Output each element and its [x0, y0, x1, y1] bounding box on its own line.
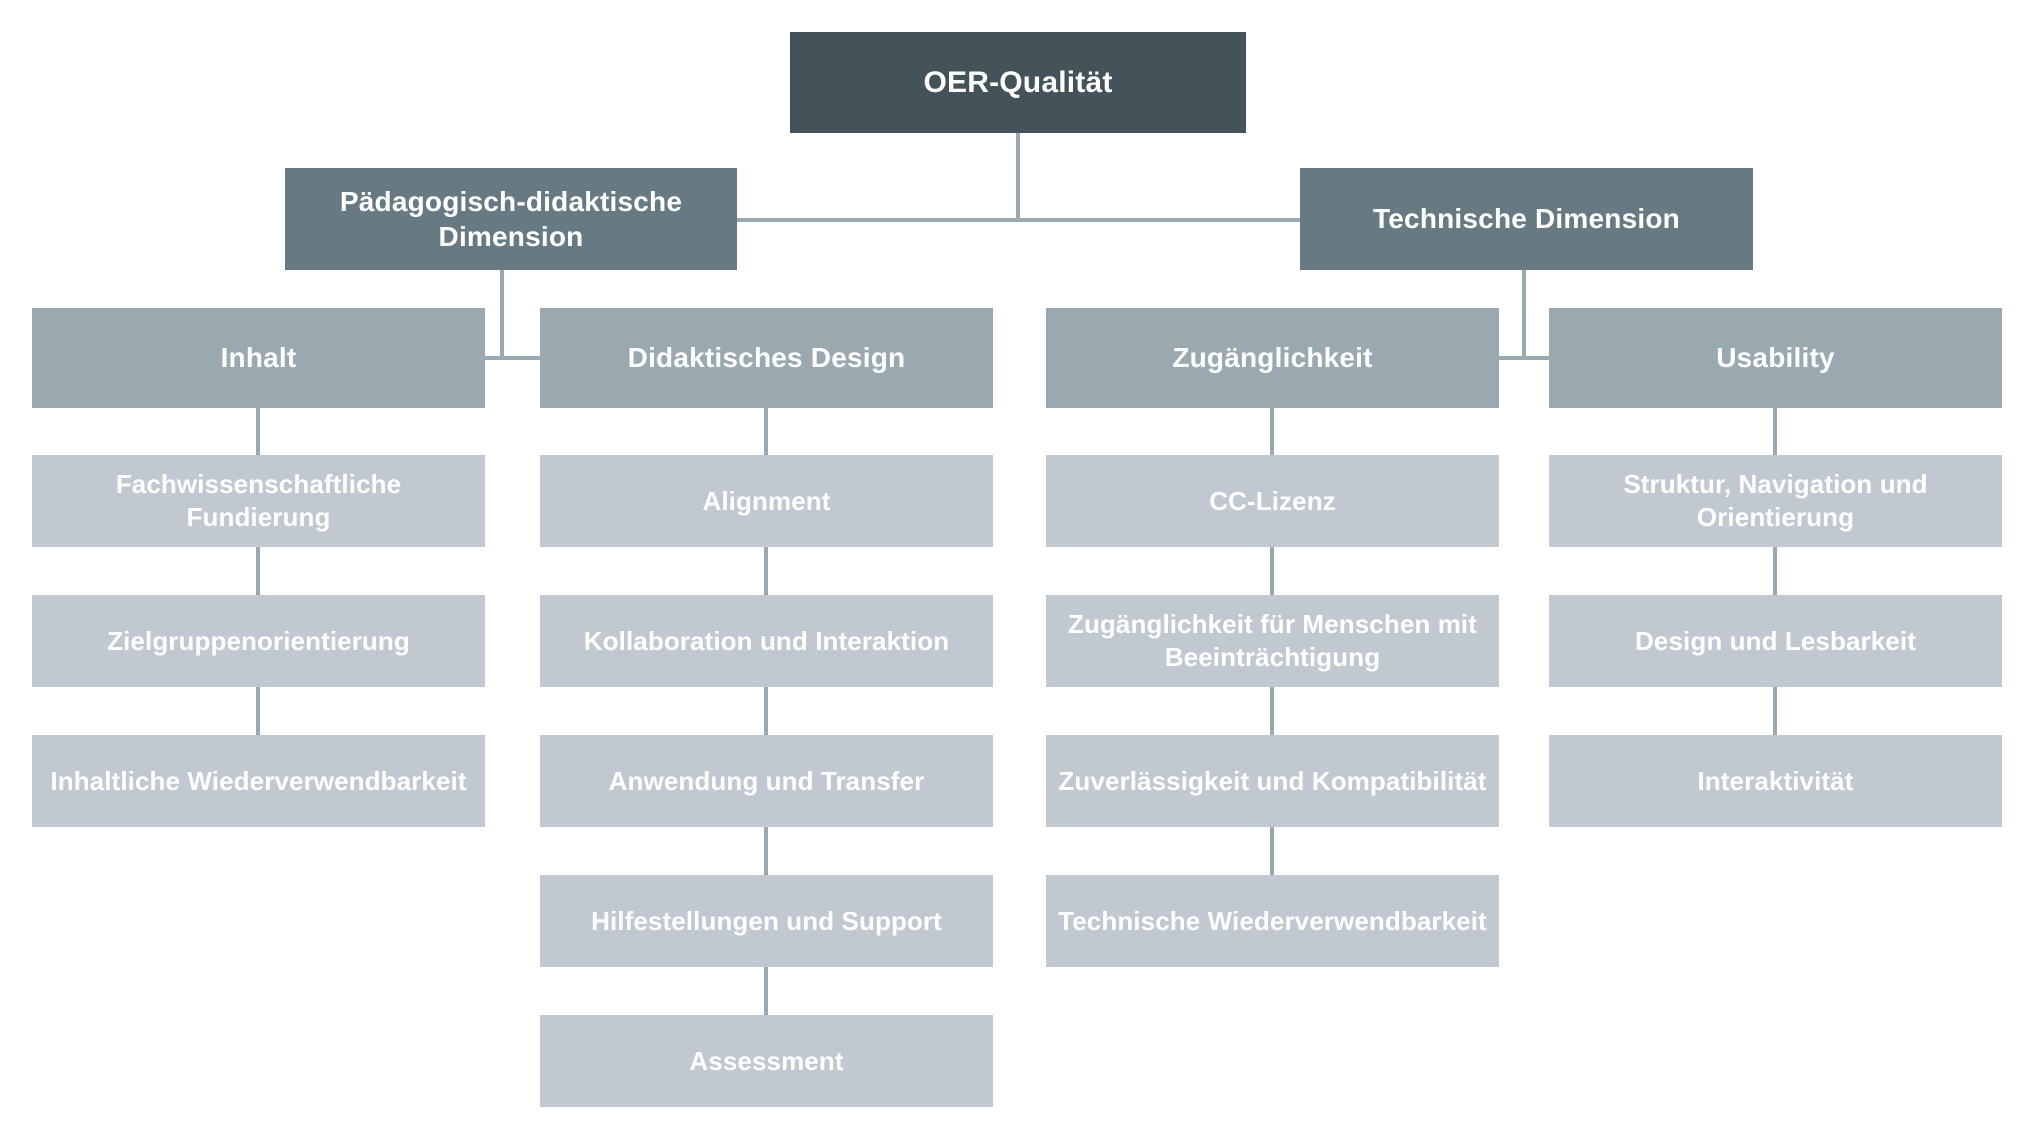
connector-column-inhalt: [256, 408, 260, 735]
node-dimension-technische[interactable]: Technische Dimension: [1300, 168, 1753, 270]
node-leaf-zielgruppenorientierung[interactable]: Zielgruppenorientierung: [32, 595, 485, 687]
connector-technical-stem: [1522, 270, 1526, 360]
node-leaf-inhaltliche-wiederverwendbarkeit[interactable]: Inhaltliche Wiederverwendbarkeit: [32, 735, 485, 827]
node-leaf-zuverlaessigkeit-und-kompatibilitaet[interactable]: Zuverlässigkeit und Kompatibilität: [1046, 735, 1499, 827]
node-category-zugaenglichkeit[interactable]: Zugänglichkeit: [1046, 308, 1499, 408]
node-leaf-hilfestellungen-und-support[interactable]: Hilfestellungen und Support: [540, 875, 993, 967]
connector-pedagogical-stem: [500, 270, 504, 360]
node-category-usability[interactable]: Usability: [1549, 308, 2002, 408]
node-category-inhalt[interactable]: Inhalt: [32, 308, 485, 408]
node-root-oer-qualitaet[interactable]: OER-Qualität: [790, 32, 1246, 133]
node-leaf-technische-wiederverwendbarkeit[interactable]: Technische Wiederverwendbarkeit: [1046, 875, 1499, 967]
node-dimension-paedagogisch-didaktische[interactable]: Pädagogisch-didaktische Dimension: [285, 168, 737, 270]
connector-root-bar: [735, 218, 1301, 222]
node-leaf-interaktivitaet[interactable]: Interaktivität: [1549, 735, 2002, 827]
connector-column-didaktisches-design: [764, 408, 768, 1015]
node-leaf-struktur-navigation-und-orientierung[interactable]: Struktur, Navigation und Orientierung: [1549, 455, 2002, 547]
node-leaf-kollaboration-und-interaktion[interactable]: Kollaboration und Interaktion: [540, 595, 993, 687]
node-leaf-cc-lizenz[interactable]: CC-Lizenz: [1046, 455, 1499, 547]
node-leaf-assessment[interactable]: Assessment: [540, 1015, 993, 1107]
node-leaf-anwendung-und-transfer[interactable]: Anwendung und Transfer: [540, 735, 993, 827]
node-leaf-alignment[interactable]: Alignment: [540, 455, 993, 547]
node-leaf-design-und-lesbarkeit[interactable]: Design und Lesbarkeit: [1549, 595, 2002, 687]
node-leaf-zugaenglichkeit-fuer-menschen-mit-beeintraechtigung[interactable]: Zugänglichkeit für Menschen mit Beeinträ…: [1046, 595, 1499, 687]
node-leaf-fachwissenschaftliche-fundierung[interactable]: Fachwissenschaftliche Fundierung: [32, 455, 485, 547]
connector-technical-bar: [1496, 356, 1552, 360]
node-category-didaktisches-design[interactable]: Didaktisches Design: [540, 308, 993, 408]
connector-pedagogical-bar: [485, 356, 544, 360]
connector-root-stem: [1016, 133, 1020, 222]
connector-column-usability: [1773, 408, 1777, 735]
